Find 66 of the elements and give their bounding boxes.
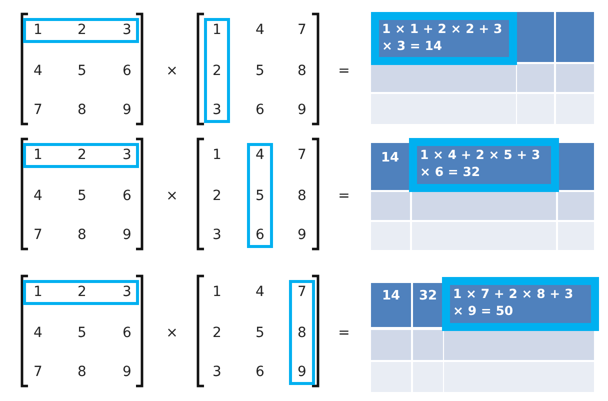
matrix-entry: 3 bbox=[212, 365, 222, 379]
matrix-entry: 6 bbox=[122, 64, 132, 78]
matrix-entry: 2 bbox=[78, 148, 86, 162]
matrix-entry: 3 bbox=[212, 103, 222, 117]
matrix-entry: 4 bbox=[256, 285, 264, 299]
matrix-entry: 5 bbox=[78, 189, 86, 203]
matrix-entry: 5 bbox=[78, 326, 86, 340]
matrix-entry: 6 bbox=[256, 103, 264, 117]
matrix-entry: 9 bbox=[122, 365, 132, 379]
matrix-entry: 8 bbox=[298, 326, 306, 340]
matrix-entry: 6 bbox=[256, 228, 264, 242]
matrix-entry: 3 bbox=[122, 285, 132, 299]
matrix-entry: 1 bbox=[212, 285, 222, 299]
matrix-entry: 1 bbox=[34, 23, 42, 37]
result-value: 32 bbox=[418, 290, 438, 302]
matrix-entry: 8 bbox=[298, 189, 306, 203]
matrix-entry: 9 bbox=[298, 103, 306, 117]
matrix-entry: 4 bbox=[34, 189, 42, 203]
matrix-entry: 1 bbox=[34, 285, 42, 299]
multiply-sign: × bbox=[166, 64, 178, 78]
multiply-sign: × bbox=[166, 189, 178, 203]
matrix-entry: 8 bbox=[298, 64, 306, 78]
formula-callout: 1 × 7 + 2 × 8 + 3 × 9 = 50 bbox=[442, 277, 599, 331]
formula-callout: 1 × 4 + 2 × 5 + 3 × 6 = 32 bbox=[409, 138, 559, 192]
matrix-entry: 8 bbox=[78, 103, 86, 117]
matrix-entry: 2 bbox=[212, 326, 222, 340]
matrix-entry: 6 bbox=[122, 189, 132, 203]
formula-callout: 1 × 1 + 2 × 2 + 3 × 3 = 14 bbox=[371, 12, 517, 65]
multiply-sign: × bbox=[166, 326, 178, 340]
matrix-entry: 7 bbox=[34, 103, 42, 117]
matrix-entry: 6 bbox=[256, 365, 264, 379]
matrix-entry: 5 bbox=[256, 189, 264, 203]
matrix-entry: 1 bbox=[212, 148, 222, 162]
matrix-entry: 9 bbox=[298, 365, 306, 379]
matrix-entry: 3 bbox=[212, 228, 222, 242]
matrix-entry: 9 bbox=[122, 228, 132, 242]
matrix-entry: 4 bbox=[256, 23, 264, 37]
result-value: 14 bbox=[380, 152, 400, 164]
matrix-entry: 2 bbox=[78, 23, 86, 37]
matrix-entry: 4 bbox=[34, 326, 42, 340]
matrix-entry: 9 bbox=[122, 103, 132, 117]
matrix-entry: 7 bbox=[298, 148, 306, 162]
matrix-entry: 1 bbox=[34, 148, 42, 162]
matrix-entry: 3 bbox=[122, 148, 132, 162]
matrix-entry: 6 bbox=[122, 326, 132, 340]
matrix-entry: 7 bbox=[34, 365, 42, 379]
matrix-entry: 7 bbox=[298, 23, 306, 37]
matrix-entry: 2 bbox=[212, 64, 222, 78]
matrix-entry: 7 bbox=[298, 285, 306, 299]
matrix-entry: 5 bbox=[256, 64, 264, 78]
matrix-entry: 5 bbox=[256, 326, 264, 340]
equals-sign: = bbox=[338, 64, 350, 78]
matrix-entry: 3 bbox=[122, 23, 132, 37]
matrix-entry: 2 bbox=[78, 285, 86, 299]
matrix-entry: 2 bbox=[212, 189, 222, 203]
matrix-entry: 9 bbox=[298, 228, 306, 242]
matrix-entry: 7 bbox=[34, 228, 42, 242]
matrix-entry: 8 bbox=[78, 228, 86, 242]
matrix-entry: 4 bbox=[34, 64, 42, 78]
matrix-entry: 1 bbox=[212, 23, 222, 37]
result-value: 14 bbox=[382, 290, 400, 302]
equals-sign: = bbox=[338, 189, 350, 203]
matrix-entry: 8 bbox=[78, 365, 86, 379]
matrix-entry: 5 bbox=[78, 64, 86, 78]
equals-sign: = bbox=[338, 326, 350, 340]
matrix-entry: 4 bbox=[256, 148, 264, 162]
